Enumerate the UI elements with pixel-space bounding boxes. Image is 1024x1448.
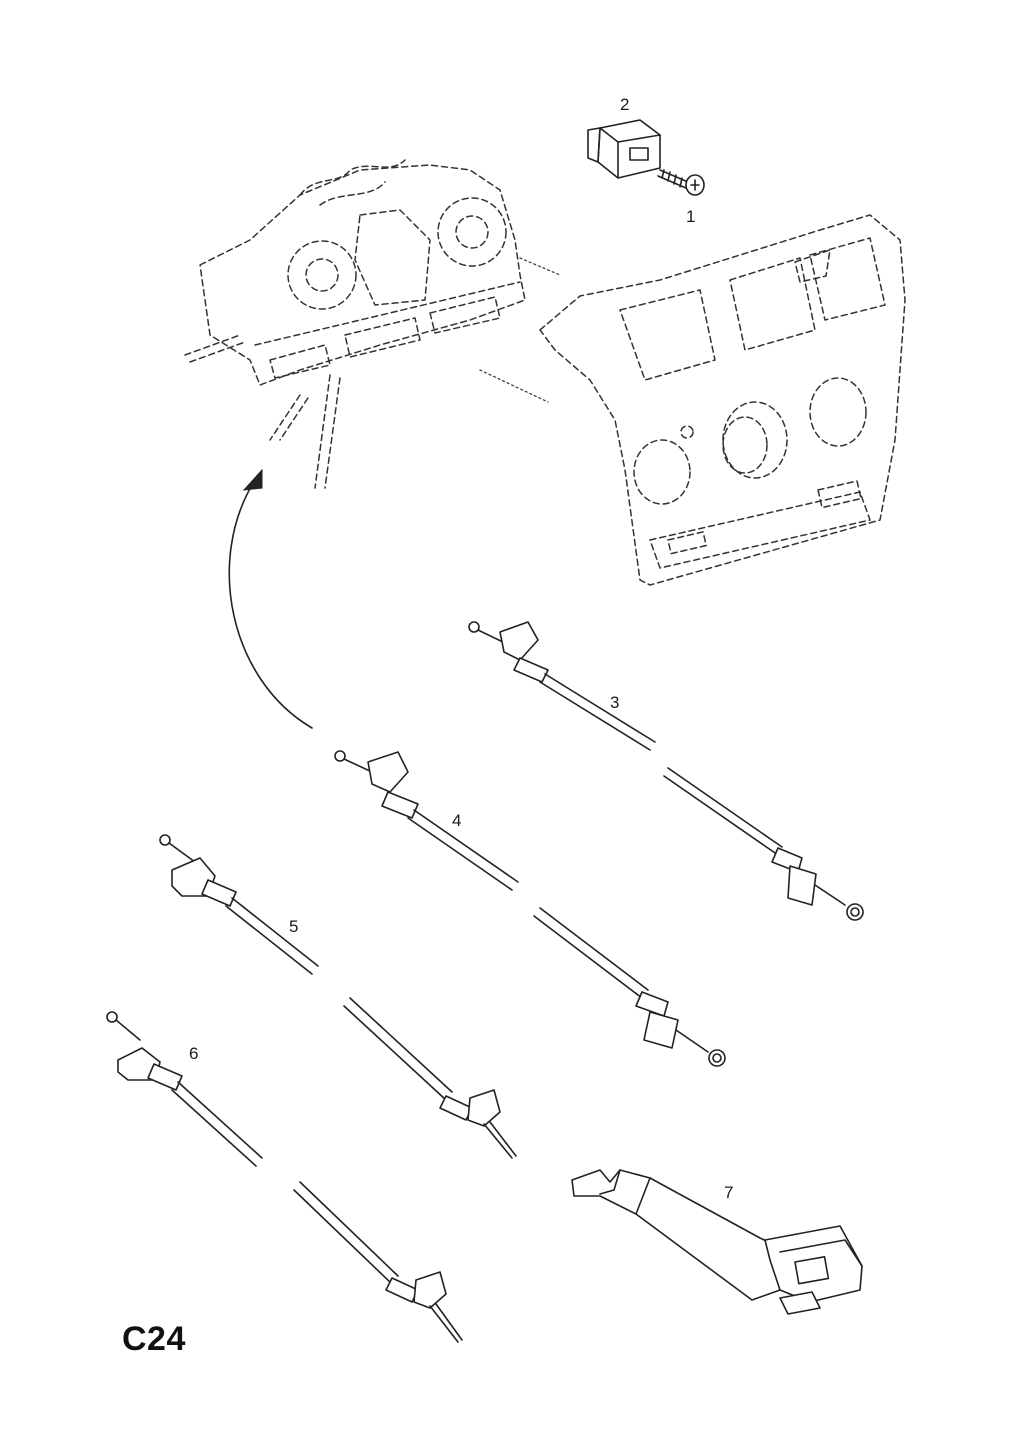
dashboard-panel bbox=[479, 214, 906, 586]
cable-part-6 bbox=[106, 1011, 463, 1343]
assembly-arrow bbox=[228, 468, 313, 729]
cable-part-3 bbox=[468, 621, 864, 921]
page-code-label: C24 bbox=[122, 1320, 186, 1358]
callout-5: 5 bbox=[289, 917, 299, 936]
callout-7: 7 bbox=[724, 1183, 734, 1202]
clip-part-2 bbox=[587, 119, 661, 179]
cable-part-4 bbox=[334, 750, 726, 1067]
callout-1: 1 bbox=[686, 207, 696, 226]
tool-part-7 bbox=[571, 1169, 863, 1315]
callout-3: 3 bbox=[610, 693, 620, 712]
callout-4: 4 bbox=[452, 811, 462, 830]
heater-control-unit bbox=[184, 159, 526, 489]
cable-part-5 bbox=[159, 834, 517, 1159]
callout-2: 2 bbox=[620, 95, 630, 114]
screw-part-1 bbox=[657, 169, 705, 196]
callout-6: 6 bbox=[189, 1044, 199, 1063]
